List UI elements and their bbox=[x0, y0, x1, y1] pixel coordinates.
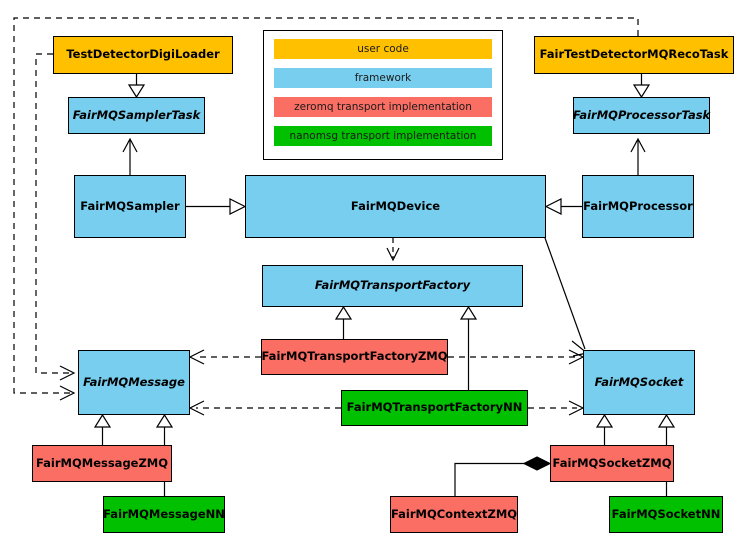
edge-dependency-factorynn-message bbox=[188, 400, 341, 416]
class-box-fairmqmessage[interactable]: FairMQMessage bbox=[78, 350, 190, 415]
edge-dependency-device-transportfactory bbox=[386, 238, 400, 262]
class-label: FairMQSocket bbox=[594, 374, 684, 389]
edge-generalization-factoryzmq-factory bbox=[334, 305, 353, 339]
class-box-fairmqtransportfactoryzmq[interactable]: FairMQTransportFactoryZMQ bbox=[261, 339, 448, 375]
class-label: FairTestDetectorMQRecoTask bbox=[539, 47, 729, 62]
class-box-testdetectordigiloader[interactable]: TestDetectorDigiLoader bbox=[53, 36, 233, 74]
class-box-fairmqsocketnn[interactable]: FairMQSocketNN bbox=[609, 496, 723, 533]
edge-generalization-processor-device bbox=[544, 198, 582, 215]
class-box-fairmqmessagenn[interactable]: FairMQMessageNN bbox=[103, 496, 225, 533]
class-label: TestDetectorDigiLoader bbox=[66, 47, 220, 62]
class-box-fairmqcontextzmq[interactable]: FairMQContextZMQ bbox=[390, 496, 518, 533]
class-box-fairmqprocessor[interactable]: FairMQProcessor bbox=[582, 175, 694, 238]
class-box-fairmqsamplertask[interactable]: FairMQSamplerTask bbox=[68, 97, 205, 134]
legend-label: nanomsg transport implementation bbox=[289, 130, 477, 142]
class-box-fairmqprocessortask[interactable]: FairMQProcessorTask bbox=[573, 97, 710, 134]
edge-generalization-sampler-device bbox=[186, 198, 247, 215]
class-box-fairmqmessagezmq[interactable]: FairMQMessageZMQ bbox=[32, 445, 172, 482]
edge-dependency-factoryzmq-message bbox=[188, 349, 261, 365]
class-label: FairMQSocketZMQ bbox=[552, 455, 672, 470]
legend-item-zeromq: zeromq transport implementation bbox=[274, 97, 492, 117]
class-box-fairtestdetectormqrecotask[interactable]: FairTestDetectorMQRecoTask bbox=[534, 36, 734, 74]
class-label: FairMQTransportFactoryNN bbox=[346, 400, 523, 415]
class-box-fairmqtransportfactorynn[interactable]: FairMQTransportFactoryNN bbox=[341, 390, 528, 426]
class-label: FairMQTransportFactoryZMQ bbox=[261, 349, 448, 364]
edge-generalization-socketzmq-socket bbox=[595, 413, 614, 445]
edge-association-processor-processortask bbox=[630, 137, 646, 175]
edge-generalization-factorynn-factory bbox=[459, 305, 478, 390]
class-label: FairMQMessageZMQ bbox=[35, 455, 169, 470]
edge-dependency-recotask-message bbox=[13, 17, 639, 401]
class-label: FairMQDevice bbox=[350, 198, 441, 213]
class-label: FairMQContextZMQ bbox=[390, 506, 518, 521]
class-label: FairMQMessageNN bbox=[103, 506, 225, 521]
class-label: FairMQSocketNN bbox=[611, 506, 721, 521]
edge-composition-socketzmq-contextzmq bbox=[454, 456, 552, 496]
legend-panel: user code framework zeromq transport imp… bbox=[263, 30, 503, 160]
class-label: FairMQProcessorTask bbox=[572, 107, 711, 122]
class-box-fairmqsampler[interactable]: FairMQSampler bbox=[74, 175, 186, 238]
legend-item-nanomsg: nanomsg transport implementation bbox=[274, 126, 492, 146]
legend-item-framework: framework bbox=[274, 68, 492, 88]
class-label: FairMQSamplerTask bbox=[72, 107, 201, 122]
legend-label: zeromq transport implementation bbox=[294, 101, 472, 113]
class-label: FairMQProcessor bbox=[583, 198, 693, 213]
legend-label: user code bbox=[357, 43, 409, 55]
edge-generalization-digiloader-samplertask bbox=[127, 74, 146, 99]
edge-association-device-socket bbox=[544, 237, 589, 357]
edge-dependency-factorynn-socket bbox=[528, 400, 585, 416]
edge-generalization-recotask-processortask bbox=[632, 74, 651, 99]
class-box-fairmqtransportfactory[interactable]: FairMQTransportFactory bbox=[262, 265, 523, 307]
edge-association-sampler-samplertask bbox=[122, 137, 138, 175]
class-label: FairMQMessage bbox=[83, 374, 185, 389]
class-box-fairmqsocket[interactable]: FairMQSocket bbox=[583, 350, 695, 415]
edge-generalization-messagezmq-message bbox=[93, 413, 112, 445]
class-label: FairMQSampler bbox=[80, 198, 180, 213]
class-box-fairmqdevice[interactable]: FairMQDevice bbox=[245, 175, 546, 238]
edge-dependency-digiloader-message bbox=[35, 53, 76, 381]
legend-item-user-code: user code bbox=[274, 39, 492, 59]
class-label: FairMQTransportFactory bbox=[314, 278, 471, 293]
class-box-fairmqsocketzmq[interactable]: FairMQSocketZMQ bbox=[550, 445, 674, 482]
legend-label: framework bbox=[354, 72, 412, 84]
